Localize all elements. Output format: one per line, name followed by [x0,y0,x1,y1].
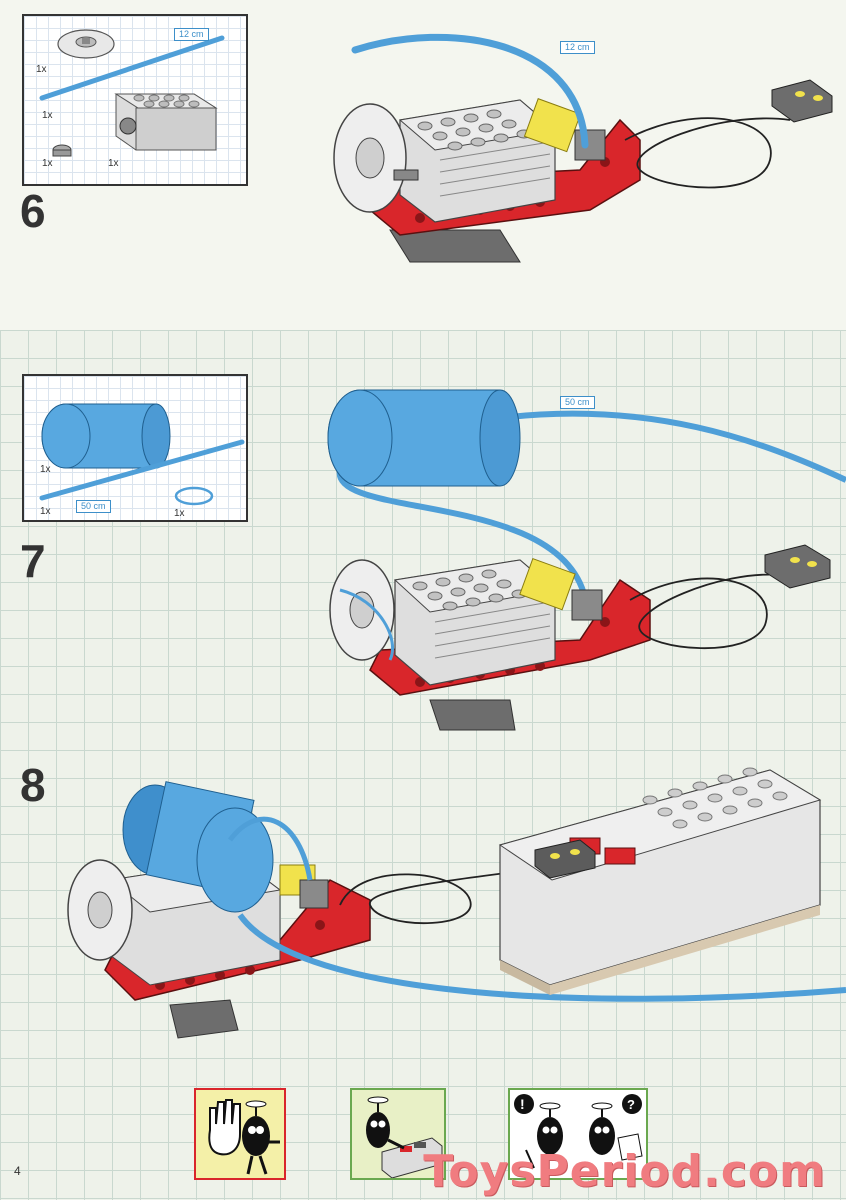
step8-assembly [67,767,846,1039]
character-with-battery-box-icon [366,1096,443,1179]
step6-assembly-tube-length: 12 cm [560,41,595,54]
step6-number: 6 [20,185,46,237]
step6-parts-art [39,29,225,157]
step6-assembly [333,33,833,263]
step7-parts-art [39,403,245,506]
step7-part2-qty: 1x [174,508,185,519]
page-number: 4 [14,1164,21,1178]
step6-part1-qty: 1x [42,110,53,121]
svg-text:?: ? [627,1097,635,1112]
step6-part0-qty: 1x [36,64,47,75]
step6-part1-length: 12 cm [174,28,209,41]
step7-part0-qty: 1x [40,464,51,475]
blue-tube-icon [39,35,225,101]
connector-bush-icon [52,144,72,157]
rubber-band-icon [174,486,214,506]
step7-part1-qty: 1x [40,506,51,517]
characters-with-exclamation-and-question-icon: ! ? [514,1094,643,1169]
step6-part3-qty: 1x [108,158,119,169]
step7-parts-box: 1x 1x 50 cm 1x [22,374,248,522]
watermark: ToysPeriod.com [423,1146,826,1197]
stop-hand-character-icon [208,1099,280,1175]
step7-part1-length: 50 cm [76,500,111,513]
motor-brick-icon [114,93,218,151]
air-tank-icon [41,403,171,469]
step7-number: 7 [20,535,46,587]
footer-panel-battery [350,1088,446,1180]
step7-assembly-tube-length: 50 cm [560,396,595,409]
footer-panel-questions: ! ? [508,1088,648,1180]
blue-tube-50-icon [39,439,245,501]
step7-assembly [327,389,846,731]
step8-number: 8 [20,759,46,811]
step6-part2-qty: 1x [42,158,53,169]
pulley-wheel-icon [57,29,115,59]
step6-parts-box: 1x 1x 12 cm 1x 1x [22,14,248,186]
svg-text:!: ! [520,1096,525,1112]
footer-panel-stop [194,1088,286,1180]
